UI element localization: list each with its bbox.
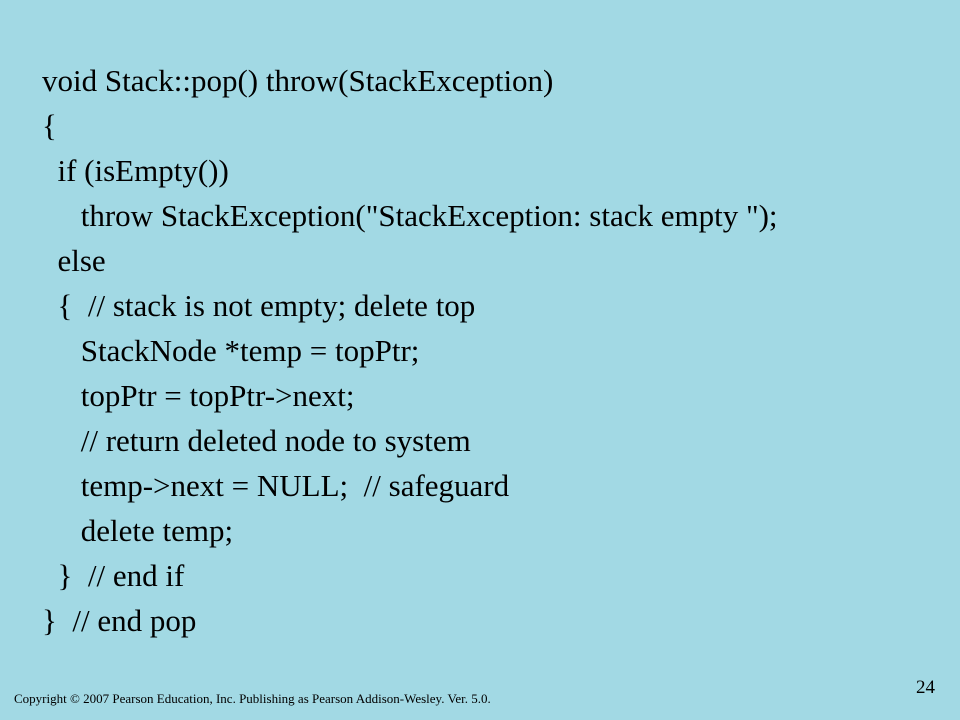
code-line: // return deleted node to system <box>42 423 471 458</box>
code-line: delete temp; <box>42 513 234 548</box>
code-line: if (isEmpty()) <box>42 153 229 188</box>
code-block: void Stack::pop() throw(StackException) … <box>42 58 942 643</box>
code-line: throw StackException("StackException: st… <box>42 198 778 233</box>
code-line: temp->next = NULL; // safeguard <box>42 468 510 503</box>
page-number: 24 <box>916 677 935 698</box>
code-line: { // stack is not empty; delete top <box>42 288 476 323</box>
code-line: StackNode *temp = topPtr; <box>42 333 420 368</box>
code-line: { <box>42 108 57 143</box>
copyright-footer: Copyright © 2007 Pearson Education, Inc.… <box>14 691 491 706</box>
code-line: } // end pop <box>42 603 197 638</box>
code-line: topPtr = topPtr->next; <box>42 378 355 413</box>
code-line: } // end if <box>42 558 185 593</box>
code-line: else <box>42 243 106 278</box>
code-line: void Stack::pop() throw(StackException) <box>42 63 554 98</box>
